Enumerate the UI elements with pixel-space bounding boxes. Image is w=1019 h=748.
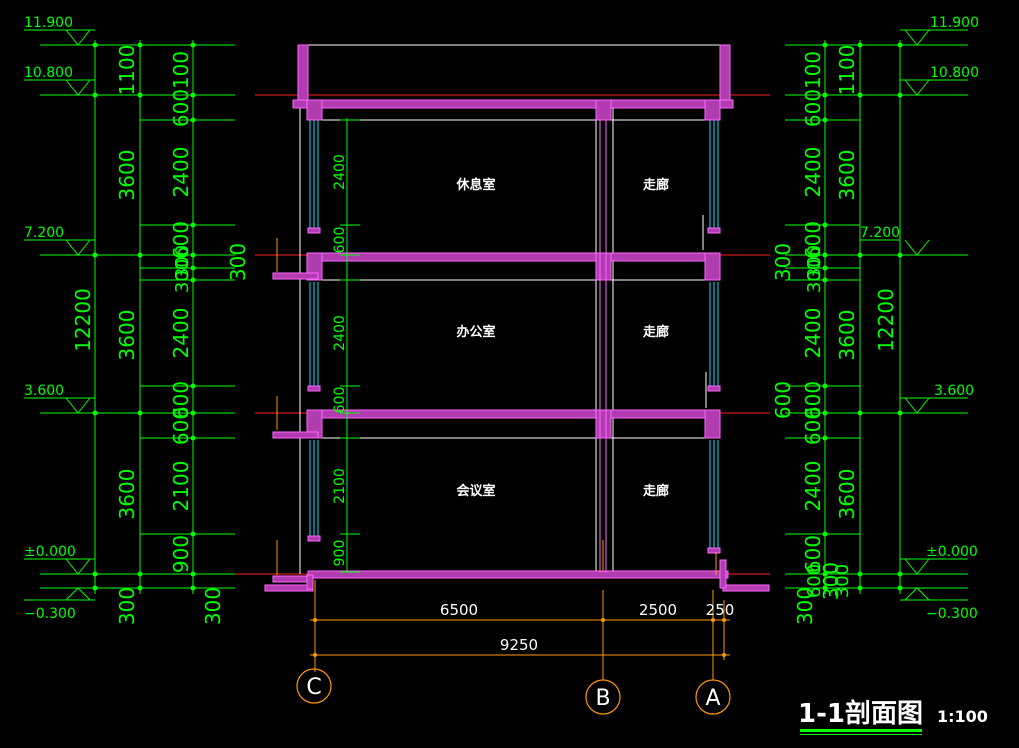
room-label: 走廊 [643,324,669,340]
dim-text: 3600 [115,150,139,201]
dim-text: 3600 [115,469,139,520]
axis-label: A [705,686,720,711]
dim-text: 300 [819,562,843,600]
axis-bubble-b [585,679,621,715]
room-label: 休息室 [455,177,495,193]
room-label: 走廊 [643,177,669,193]
dim-text: 2400 [332,154,348,190]
dim-text: 600 [169,381,193,419]
level-label: 11.900 [24,15,73,31]
dim-text: 600 [332,227,348,254]
horizontal-dimensions: 6500 2500 250 9250 [310,580,734,680]
room-label: 走廊 [643,483,669,499]
dim-text: 600 [169,407,193,445]
dim-text: 300 [793,587,817,625]
axis-label: B [595,686,610,711]
level-label: ±0.000 [24,544,76,560]
dim-text: 600 [804,564,825,598]
room-label: 会议室 [456,483,495,499]
dim-text: 300 [771,243,795,281]
title-main: 1-1剖面图 [798,698,923,729]
dim-text: 900 [169,535,193,573]
axis-bubble-c [296,668,332,704]
dim-text: 600 [801,407,825,445]
axis-label: C [306,675,321,700]
level-label: 10.800 [24,65,73,81]
title-underline [800,729,922,732]
dim-text: 100 [801,51,825,89]
room-labels: 休息室 走廊 办公室 走廊 会议室 走廊 [455,177,669,499]
dim-text: 250 [706,601,735,619]
dim-text: 2400 [801,147,825,198]
level-label: 3.600 [934,383,974,399]
dim-text: 300 [172,259,193,293]
level-label: 10.800 [930,65,979,81]
dim-text: 12200 [71,288,95,352]
dim-text: 300 [804,245,825,279]
dim-text: 300 [804,259,825,293]
dim-text: 100 [169,51,193,89]
level-label: −0.300 [926,606,978,622]
dim-text: 600 [332,387,348,414]
level-label: ±0.000 [926,544,978,560]
dimension-chains-right: 100 600 2400 600 300 300 2400 600 600 24… [771,40,903,625]
axis-bubbles: C B A [296,668,731,715]
dimension-chains-left: 12200 1100 3600 3600 3600 300 100 600 24… [71,40,250,625]
level-label: 11.900 [930,15,979,31]
dim-text: 9250 [500,636,538,654]
dim-text: 3600 [835,310,859,361]
dim-text: 1100 [835,45,859,96]
dim-text: 300 [832,564,853,598]
dim-text: 2400 [169,147,193,198]
dim-text: 3600 [115,310,139,361]
dim-text: 300 [172,245,193,279]
dim-text: 2500 [639,601,677,619]
building-section [264,44,770,592]
level-label: 7.200 [24,225,64,241]
window-dimensions: 2400 600 2400 600 2100 900 [332,118,360,573]
level-label: 3.600 [24,383,64,399]
axis-bubble-a [695,679,731,715]
dim-text: 900 [332,540,348,567]
title-underline-thin [800,734,922,735]
dim-text: 600 [801,535,825,573]
dim-text: 600 [169,89,193,127]
dim-text: 300 [226,243,250,281]
dim-text: 300 [115,587,139,625]
dim-text: 2100 [332,468,348,504]
dim-text: 3600 [835,150,859,201]
dim-text: 12200 [874,288,898,352]
dim-text: 2400 [332,315,348,351]
title-scale: 1:100 [937,707,988,726]
dim-text: 2100 [169,461,193,512]
dim-text: 600 [801,221,825,259]
level-label: 7.200 [860,225,900,241]
room-label: 办公室 [456,324,495,340]
dim-text: 2400 [169,308,193,359]
level-symbols-right: 11.900 10.800 7.200 3.600 ±0.000 −0.300 [785,15,979,622]
dim-text: 600 [801,381,825,419]
dim-text: 2400 [801,308,825,359]
dim-text: 300 [201,587,225,625]
dim-text: 600 [801,89,825,127]
dim-text: 6500 [440,601,478,619]
drawing-title: 1-1剖面图 1:100 [798,698,988,735]
dim-text: 600 [169,221,193,259]
dim-text: 600 [771,381,795,419]
level-label: −0.300 [24,606,76,622]
dim-text: 2400 [801,461,825,512]
dim-text: 3600 [835,469,859,520]
floor-level-lines [235,94,770,575]
dim-text: 1100 [115,45,139,96]
